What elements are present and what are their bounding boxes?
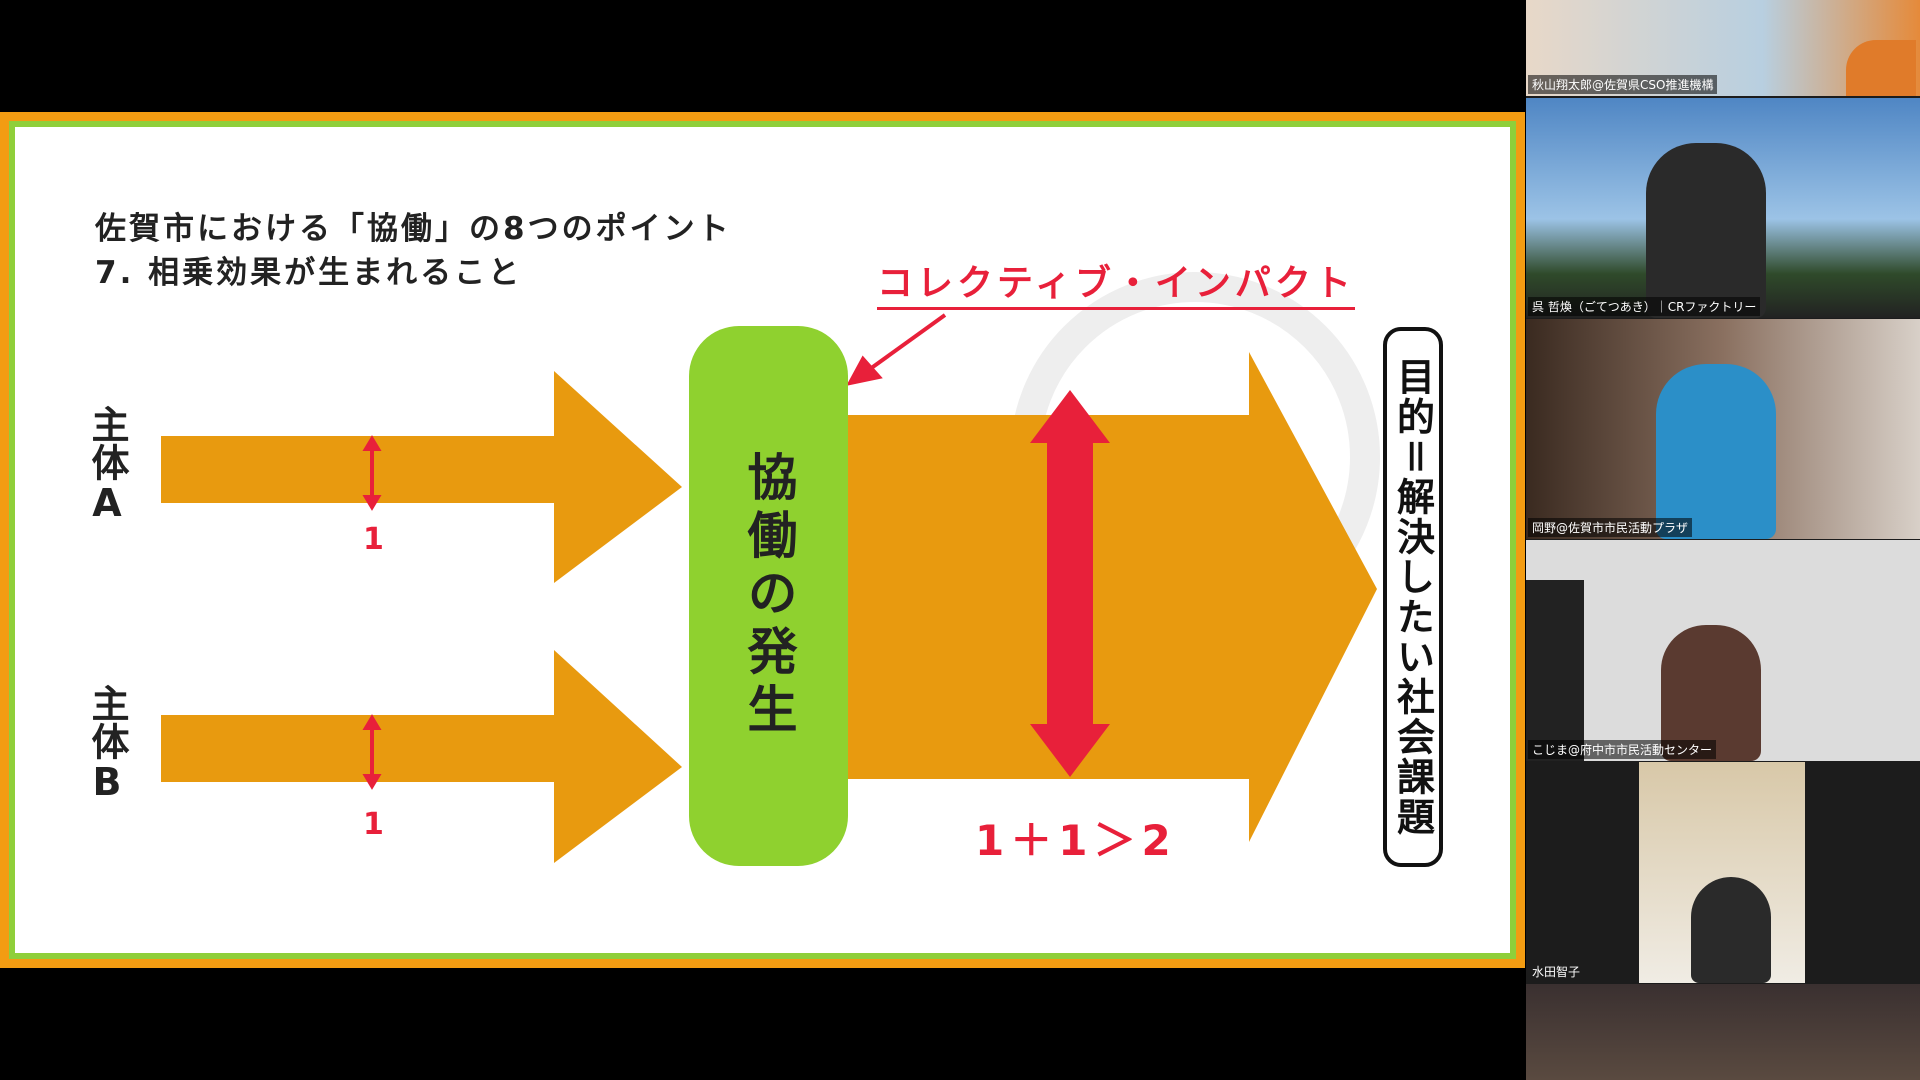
collective-impact-label: コレクティブ・インパクト bbox=[877, 261, 1355, 310]
actor-a-label: 主体A bbox=[85, 405, 129, 525]
participant-silhouette bbox=[1691, 877, 1771, 983]
video-tile[interactable]: 秋山翔太郎@佐賀県CSO推進機構 bbox=[1526, 0, 1920, 96]
collaboration-label: 協働の発生 bbox=[739, 451, 798, 741]
collaboration-box: 協働の発生 bbox=[689, 326, 848, 866]
shared-slide: 佐賀市における「協働」の8つのポイント 7. 相乗効果が生まれること コレクティ… bbox=[0, 112, 1525, 968]
slide-title: 佐賀市における「協働」の8つのポイント 7. 相乗効果が生まれること bbox=[95, 207, 732, 295]
video-tile[interactable]: こじま@府中市市民活動センター bbox=[1526, 540, 1920, 761]
arrow-b bbox=[161, 650, 682, 863]
actor-b-label: 主体B bbox=[85, 684, 129, 804]
participant-name: こじま@府中市市民活動センター bbox=[1528, 740, 1717, 759]
logo-icon bbox=[1846, 40, 1916, 96]
video-tile[interactable]: 岡野@佐賀市市民活動プラザ bbox=[1526, 319, 1920, 539]
purpose-label: 目的＝解決したい社会課題 bbox=[1390, 357, 1435, 837]
participant-silhouette bbox=[1656, 364, 1776, 539]
small-arrow-b bbox=[362, 714, 382, 790]
value-b: 1 bbox=[363, 807, 384, 842]
arrow-synergy bbox=[835, 352, 1377, 842]
title-line-2: 7. 相乗効果が生まれること bbox=[95, 255, 523, 291]
arrow-a bbox=[161, 371, 682, 583]
pointer-arrow bbox=[846, 313, 947, 386]
participant-name: 呉 哲煥（ごてつあき）｜CRファクトリー bbox=[1528, 297, 1761, 316]
video-tile[interactable] bbox=[1526, 984, 1920, 1080]
video-tile[interactable]: 水田智子 bbox=[1526, 762, 1920, 983]
big-double-arrow bbox=[1030, 390, 1110, 777]
small-arrow-a bbox=[362, 435, 382, 511]
participant-name: 岡野@佐賀市市民活動プラザ bbox=[1528, 518, 1693, 537]
synergy-equation: 1＋1＞2 bbox=[975, 816, 1177, 865]
purpose-box: 目的＝解決したい社会課題 bbox=[1383, 327, 1443, 867]
video-tile[interactable]: 呉 哲煥（ごてつあき）｜CRファクトリー bbox=[1526, 98, 1920, 318]
participant-silhouette bbox=[1646, 143, 1766, 318]
title-line-1: 佐賀市における「協働」の8つのポイント bbox=[95, 211, 732, 247]
diagram bbox=[161, 272, 1380, 863]
value-a: 1 bbox=[363, 522, 384, 557]
participant-name: 秋山翔太郎@佐賀県CSO推進機構 bbox=[1528, 75, 1718, 94]
door bbox=[1526, 580, 1584, 761]
participant-silhouette bbox=[1661, 625, 1761, 761]
participant-name: 水田智子 bbox=[1532, 965, 1581, 979]
slide-content: 佐賀市における「協働」の8つのポイント 7. 相乗効果が生まれること コレクティ… bbox=[9, 121, 1516, 959]
participant-gallery: 秋山翔太郎@佐賀県CSO推進機構 呉 哲煥（ごてつあき）｜CRファクトリー 岡野… bbox=[1526, 0, 1920, 1080]
